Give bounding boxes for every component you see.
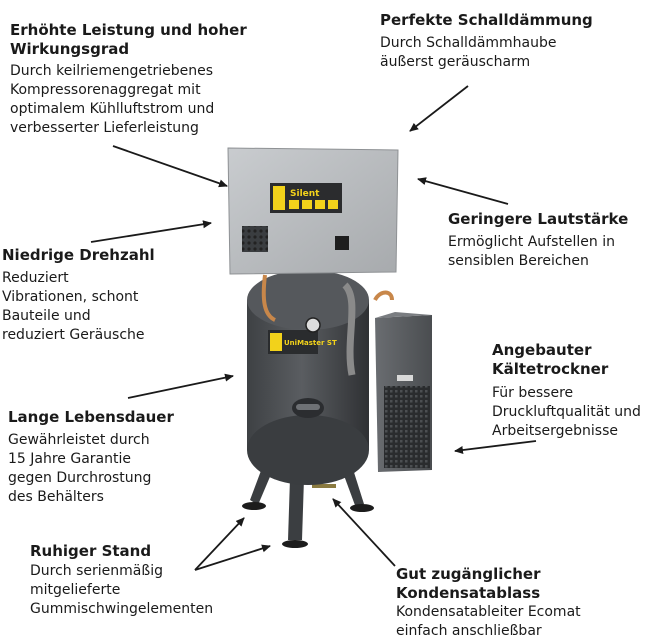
callout-trockner-title: Angebauter Kältetrockner [492,341,609,378]
tank-label: UniMaster ST [284,339,337,347]
callout-kondensat: Gut zugänglicher Kondensatablass Kondens… [396,565,641,641]
sound-hood: Silent [227,147,399,275]
callout-trockner-text: Für bessere Druckluftqualität und Arbeit… [492,385,641,439]
callout-drehzahl-title: Niedrige Drehzahl [2,246,155,264]
callout-schall-title: Perfekte Schalldämmung [380,11,593,29]
refrigerated-dryer [375,312,432,472]
callout-lebensdauer-title: Lange Lebensdauer [8,408,174,426]
callout-lautstaerke-text: Ermöglicht Aufstellen in sensiblen Berei… [448,234,615,269]
callout-stand-text: Durch serienmäßig mitgelieferte Gummisch… [30,563,214,617]
callout-kondensat-text: Kondensatableiter Ecomat einfach anschli… [396,604,581,639]
callout-trockner: Angebauter Kältetrockner Für bessere Dru… [492,341,664,441]
callout-lautstaerke: Geringere Lautstärke Ermöglicht Aufstell… [448,210,663,271]
pipes [261,274,394,376]
callout-drehzahl-text: Reduziert Vibrationen, schont Bauteile u… [2,270,145,343]
callout-lebensdauer-text: Gewährleistet durch 15 Jahre Garantie ge… [8,432,152,505]
callout-schall: Perfekte Schalldämmung Durch Schalldämmh… [380,11,660,72]
callout-lautstaerke-title: Geringere Lautstärke [448,210,629,228]
callout-kondensat-title: Gut zugänglicher Kondensatablass [396,565,541,602]
hood-label: Silent [290,189,320,199]
callout-drehzahl: Niedrige Drehzahl Reduziert Vibrationen,… [2,246,202,345]
callout-leistung-title: Erhöhte Leistung und hoher Wirkungsgrad [10,21,247,58]
callout-schall-text: Durch Schalldämmhaube äußerst geräuschar… [380,35,557,70]
callout-leistung: Erhöhte Leistung und hoher Wirkungsgrad … [10,21,270,138]
callout-leistung-text: Durch keilriemengetriebenes Kompressoren… [10,63,215,136]
callout-stand: Ruhiger Stand Durch serienmäßig mitgelie… [30,542,260,619]
callout-lebensdauer: Lange Lebensdauer Gewährleistet durch 15… [8,408,208,507]
callout-stand-title: Ruhiger Stand [30,542,152,560]
